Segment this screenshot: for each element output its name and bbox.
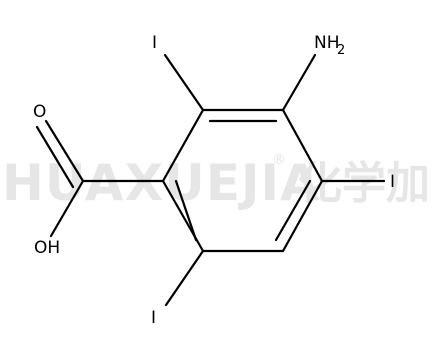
- bond-c4-c5: [281, 179, 324, 253]
- watermark-text: HUAXUEJIA: [2, 154, 320, 212]
- atom-label-carbonyl-oxygen: O: [33, 102, 46, 122]
- bonds: [35, 53, 386, 307]
- bond-c6-iodine-bottom: [164, 249, 205, 307]
- bond-carbonyl-double: [44, 119, 85, 183]
- atom-label-iodine-top: I: [152, 33, 157, 53]
- atom-labels: I NH 2 I I O OH: [33, 33, 395, 328]
- watermark-cjk-text: 化学加: [298, 158, 430, 209]
- bond-c3-amine: [281, 53, 317, 112]
- atom-label-amine-subscript: 2: [337, 43, 345, 58]
- bond-carboxyl-hydroxyl: [49, 179, 85, 238]
- atom-label-hydroxyl: OH: [34, 238, 60, 258]
- atom-label-iodine-bottom: I: [151, 308, 156, 328]
- watermark-registered-mark: ®: [272, 152, 286, 168]
- bond-c4-c5-inner: [274, 179, 312, 242]
- bond-carbonyl-double-inner: [35, 125, 75, 189]
- bond-c3-c4: [281, 108, 324, 183]
- bond-c2-iodine-top: [163, 53, 205, 112]
- atom-label-amine: NH: [314, 33, 340, 53]
- atom-label-iodine-right: I: [390, 172, 395, 192]
- bond-c1-c2: [161, 108, 205, 183]
- bond-c6-c1-inner: [174, 179, 198, 242]
